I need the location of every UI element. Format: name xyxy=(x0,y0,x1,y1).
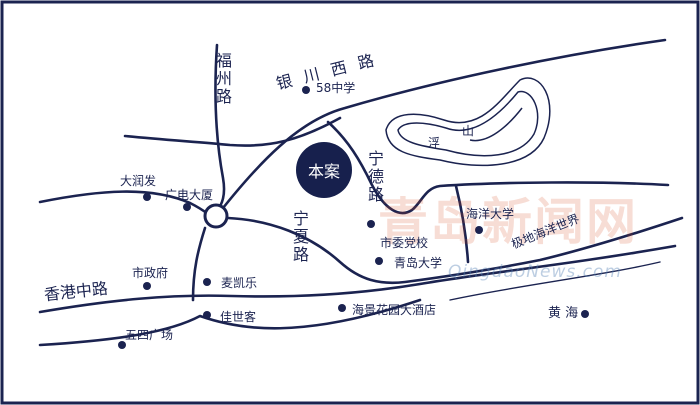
label-fu: 浮 xyxy=(428,136,441,150)
label-dasrunfa: 大润发 xyxy=(120,174,157,188)
label-party-school: 市委党校 xyxy=(380,236,429,250)
south-branch-road xyxy=(191,226,207,302)
coastal-road xyxy=(449,261,661,301)
label-jusco: 佳世客 xyxy=(220,310,257,324)
label-mykal: 麦凯乐 xyxy=(221,276,258,290)
dot-guangdian xyxy=(183,203,191,211)
watermark-en: QingdaoNews.com xyxy=(448,262,622,282)
project-site-marker[interactable]: 本案 xyxy=(296,142,352,198)
fushan-outline xyxy=(385,77,551,167)
label-city-gov: 市政府 xyxy=(132,266,169,280)
dot-ocean-univ xyxy=(475,226,483,234)
ningxia-road xyxy=(226,216,684,285)
dot-may4 xyxy=(118,341,126,349)
label-may4-square: 五四广场 xyxy=(125,328,174,342)
ningde-road xyxy=(326,120,670,215)
dot-dasrunfa xyxy=(143,193,151,201)
label-ocean-univ: 海洋大学 xyxy=(466,207,515,221)
label-shan: 山 xyxy=(462,124,475,138)
road-label-ningde: 宁德路 xyxy=(368,149,391,204)
roundabout xyxy=(203,203,229,229)
label-guangdian: 广电大厦 xyxy=(165,188,214,202)
dot-city-gov xyxy=(143,282,151,290)
dot-58-school xyxy=(302,86,310,94)
label-haijing: 海景花园大酒店 xyxy=(352,303,437,317)
road-label-ningxia: 宁夏路 xyxy=(293,209,316,264)
dot-haijing xyxy=(338,304,346,312)
yinchuan-west-road xyxy=(210,38,667,224)
ocean-univ-road xyxy=(454,184,470,264)
watermark-cn: 青岛新闻网 xyxy=(378,193,638,251)
dot-party-school xyxy=(367,220,375,228)
upper-connector-road xyxy=(123,116,342,147)
west-arterial-road xyxy=(38,190,210,216)
road-label-fuzhou: 福州路 xyxy=(216,51,239,106)
xianggang-middle-road xyxy=(38,244,677,314)
dot-sea xyxy=(581,310,589,318)
dot-jusco xyxy=(203,311,211,319)
label-58-school: 58中学 xyxy=(316,81,356,95)
fuzhou-road xyxy=(214,43,226,212)
label-yellow-sea: 黄 海 xyxy=(548,306,579,321)
dot-mykal xyxy=(203,278,211,286)
dot-qingdao-univ xyxy=(375,257,383,265)
label-qingdao-univ: 青岛大学 xyxy=(394,256,443,270)
